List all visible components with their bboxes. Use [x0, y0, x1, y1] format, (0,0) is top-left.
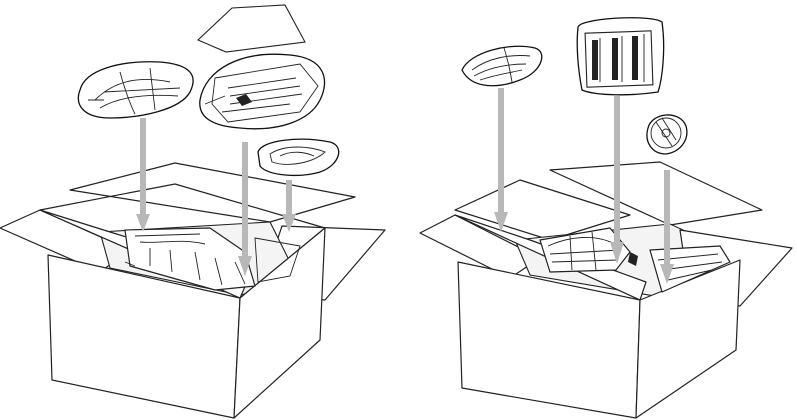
printed-documentation — [577, 18, 663, 95]
left-box — [0, 163, 385, 418]
power-cord — [462, 46, 542, 85]
arrow-drum-toner-unit — [242, 142, 248, 260]
right-box — [420, 162, 792, 418]
left-panel-drawing — [0, 0, 395, 420]
sheet — [198, 5, 305, 52]
right-panel-drawing — [400, 0, 797, 420]
arrow-power-cord — [498, 88, 504, 216]
arrow-accessory-bag — [140, 118, 146, 218]
arrow-cd-rom — [664, 170, 670, 268]
arrow-cable-bundle — [286, 180, 292, 218]
accessory-bag — [78, 62, 193, 118]
arrow-documentation — [614, 96, 620, 246]
cd-rom — [647, 115, 687, 154]
drum-toner-unit — [200, 54, 325, 129]
left-packing-panel — [0, 0, 395, 420]
right-packing-panel — [400, 0, 797, 420]
cable-bundle — [258, 139, 339, 175]
